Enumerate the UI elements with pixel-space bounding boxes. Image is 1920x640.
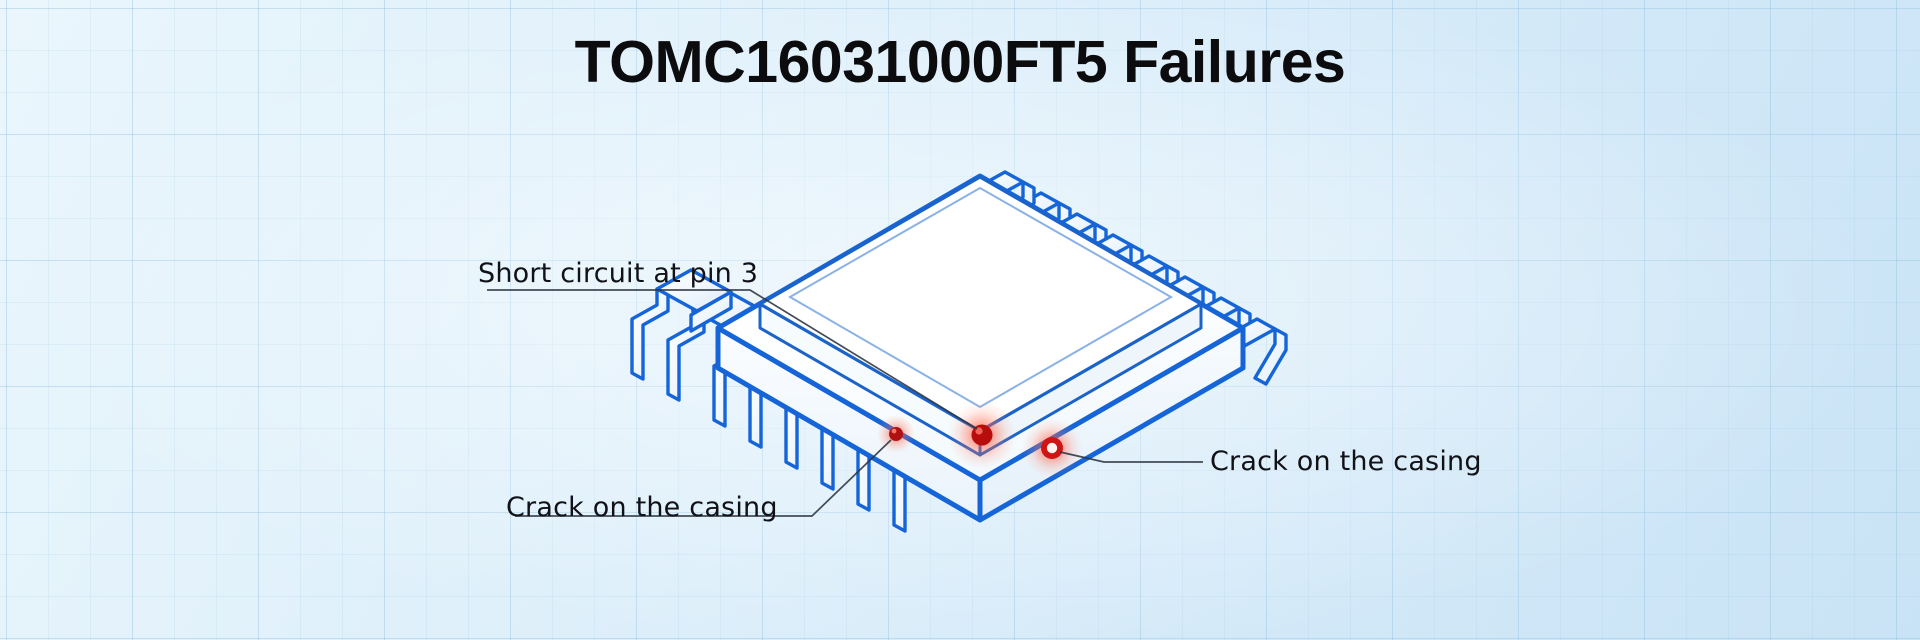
callout-crack-casing-left: Crack on the casing <box>506 492 778 523</box>
page-title: TOMC16031000FT5 Failures <box>574 29 1346 95</box>
pin-row-right <box>967 170 1288 386</box>
pin-right-6 <box>1183 296 1252 365</box>
glow-short-circuit <box>948 401 1016 469</box>
defect-markers <box>877 401 1082 478</box>
leader-lines <box>487 289 1203 517</box>
callout-short-circuit-pin-3: Short circuit at pin 3 <box>478 258 759 289</box>
pin-left-8 <box>892 420 995 533</box>
package-cap-front-right <box>978 302 1203 457</box>
pin-right-4 <box>1111 254 1180 323</box>
pin-right-2 <box>1039 212 1108 281</box>
pin-left-2 <box>748 336 851 449</box>
glow-crack-left <box>877 415 915 453</box>
package-cap-top <box>758 175 1203 433</box>
leader-crack-right <box>1059 451 1203 463</box>
package-front-right-face <box>977 325 1246 523</box>
callout-crack-casing-right: Crack on the casing <box>1210 446 1482 477</box>
pin-right-7 <box>967 170 1036 239</box>
marker-crack-casing-left <box>889 427 903 441</box>
pin-left-5 <box>856 399 959 512</box>
chip-package-body <box>715 173 1246 523</box>
pin-left-1 <box>712 315 815 428</box>
pin-right-3 <box>1075 233 1144 302</box>
pin-left-4 <box>820 378 923 491</box>
marker-short-circuit-pin-3 <box>971 424 993 446</box>
glow-crack-right <box>1022 418 1082 478</box>
pin-right-1 <box>1003 191 1072 260</box>
leader-short-circuit <box>487 289 978 430</box>
pin-right-5 <box>1147 275 1216 344</box>
pin-right-8 <box>1219 317 1288 386</box>
marker-crack-casing-right <box>1041 437 1063 459</box>
pin-left-6 <box>666 289 769 402</box>
die-outline <box>787 186 1174 409</box>
pin-left-3 <box>784 357 887 470</box>
package-shoulder-top <box>715 173 1246 483</box>
package-cap-front-left <box>758 302 982 457</box>
